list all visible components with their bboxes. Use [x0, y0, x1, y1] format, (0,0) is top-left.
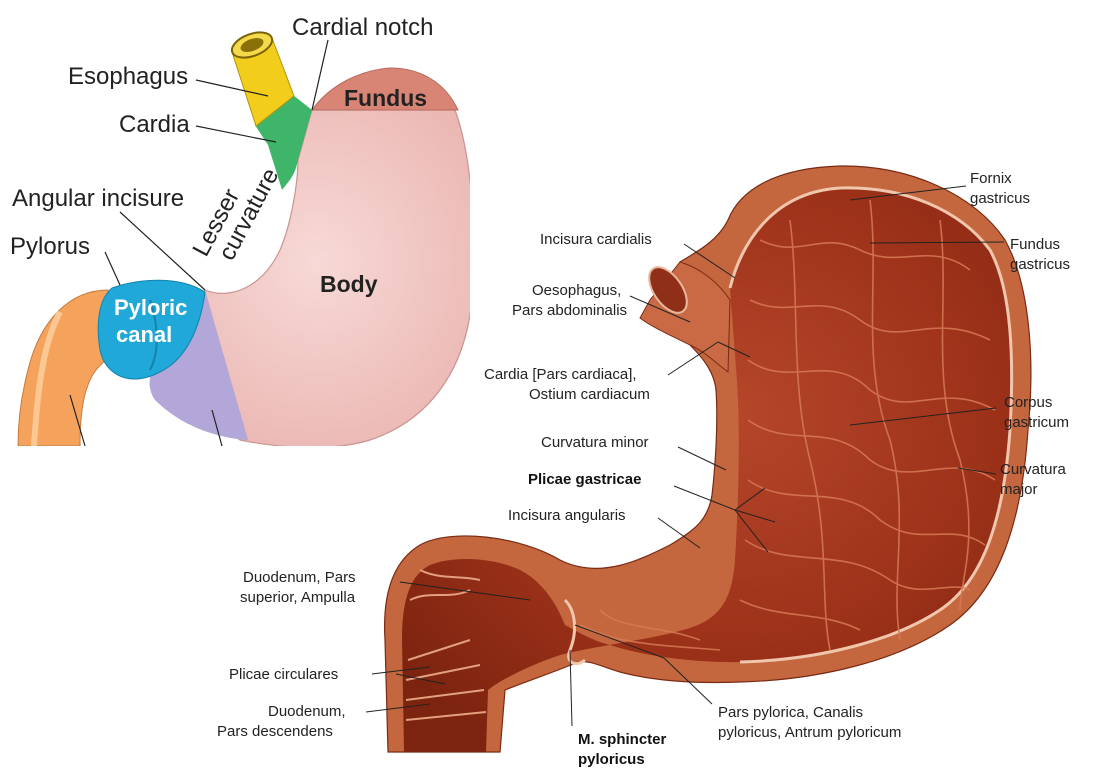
label-pyloric: Pyloric	[114, 295, 187, 320]
label-fundus: Fundus	[344, 85, 427, 111]
label-cardia-2: Ostium cardiacum	[529, 386, 650, 403]
label-incisura-angularis: Incisura angularis	[508, 507, 626, 524]
label-sphincter-2: pyloricus	[578, 751, 645, 768]
label-fundus-gastricus-2: gastricus	[1010, 256, 1070, 273]
label-duodenum-descendens-2: Pars descendens	[217, 723, 333, 740]
label-curvatura-major-1: Curvatura	[1000, 461, 1067, 478]
label-corpus-1: Corpus	[1004, 394, 1052, 411]
label-angular-incisure: Angular incisure	[12, 185, 184, 212]
label-pylorus: Pylorus	[10, 233, 90, 260]
label-fornix-2: gastricus	[970, 190, 1030, 207]
label-cardia-1: Cardia [Pars cardiaca],	[484, 366, 637, 383]
label-body: Body	[320, 271, 378, 297]
label-fundus-gastricus-1: Fundus	[1010, 236, 1060, 253]
label-incisura-cardialis: Incisura cardialis	[540, 231, 652, 248]
label-oesophagus-2: Pars abdominalis	[512, 302, 627, 319]
label-duodenum-descendens-1: Duodenum,	[268, 703, 346, 720]
label-oesophagus-1: Oesophagus,	[532, 282, 621, 299]
label-plicae-circulares: Plicae circulares	[229, 666, 338, 683]
right-stomach-illustration	[385, 166, 1031, 752]
label-fornix-1: Fornix	[970, 170, 1012, 187]
label-plicae-gastricae: Plicae gastricae	[528, 471, 641, 488]
label-sphincter-1: M. sphincter	[578, 731, 667, 748]
label-pars-pylorica-2: pyloricus, Antrum pyloricum	[718, 724, 901, 741]
label-cardial-notch: Cardial notch	[292, 14, 433, 41]
label-pars-pylorica-1: Pars pylorica, Canalis	[718, 704, 863, 721]
label-duodenum-superior-1: Duodenum, Pars	[243, 569, 356, 586]
label-corpus-2: gastricum	[1004, 414, 1069, 431]
label-curvatura-major-2: major	[1000, 481, 1038, 498]
label-canal: canal	[116, 322, 172, 347]
label-curvatura-minor: Curvatura minor	[541, 434, 649, 451]
label-cardia: Cardia	[119, 111, 190, 138]
label-esophagus: Esophagus	[68, 63, 188, 90]
label-duodenum-superior-2: superior, Ampulla	[240, 589, 356, 606]
